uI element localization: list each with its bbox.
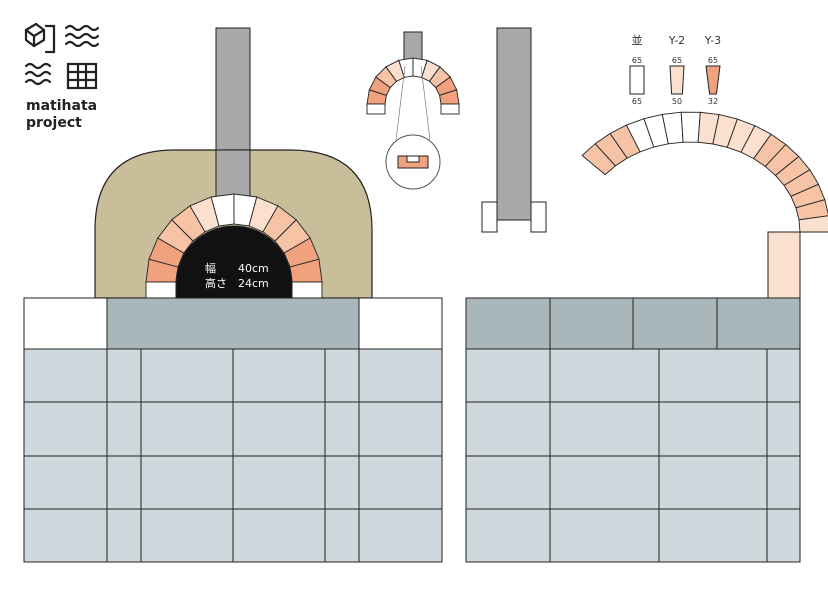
side-arch	[581, 111, 828, 233]
legend-bottom-size: 32	[708, 97, 718, 106]
oven-opening	[175, 225, 293, 299]
opening-width-label: 幅	[205, 262, 216, 275]
detail-arch-foot-right	[440, 103, 460, 115]
legend-brick	[669, 65, 685, 95]
side-base	[465, 297, 801, 563]
legend-top-size: 65	[672, 56, 682, 65]
chimney-side	[481, 27, 547, 233]
legend-top-size: 65	[632, 56, 642, 65]
legend-name: Y-3	[704, 34, 721, 47]
side-arch-brick	[795, 199, 828, 221]
opening-width-value: 40cm	[238, 262, 269, 275]
side-arch-brick	[798, 215, 828, 233]
arch-detail	[366, 31, 460, 190]
side-arch-brick	[680, 111, 701, 143]
front-view: 幅 40cm 高さ 24cm	[23, 27, 443, 563]
detail-arch-foot-left	[366, 103, 386, 115]
legend-top-size: 65	[708, 56, 718, 65]
legend-name: 並	[632, 33, 643, 47]
front-base	[23, 297, 443, 563]
legend-bottom-size: 65	[632, 97, 642, 106]
legend-bottom-size: 50	[672, 97, 682, 106]
logo-mark-icon	[24, 22, 100, 90]
front-arch-foot-right	[291, 281, 323, 299]
brick-legend: 並 65 65 Y-2 65 50 Y-3 65 32	[629, 33, 721, 106]
legend-brick	[629, 65, 645, 95]
logo-line2: project	[26, 115, 82, 131]
front-arch	[145, 193, 323, 299]
legend-name: Y-2	[668, 34, 685, 47]
opening-height-value: 24cm	[238, 277, 269, 290]
opening-height-label: 高さ	[205, 276, 227, 290]
logo-line1: matihata	[26, 98, 97, 114]
front-arch-foot-left	[145, 281, 177, 299]
chimney-front-lower	[215, 149, 251, 201]
side-wall	[767, 231, 801, 299]
side-view	[465, 111, 828, 563]
legend-brick	[705, 65, 721, 95]
detail-arch	[366, 57, 460, 115]
logo: matihata project	[24, 22, 100, 131]
